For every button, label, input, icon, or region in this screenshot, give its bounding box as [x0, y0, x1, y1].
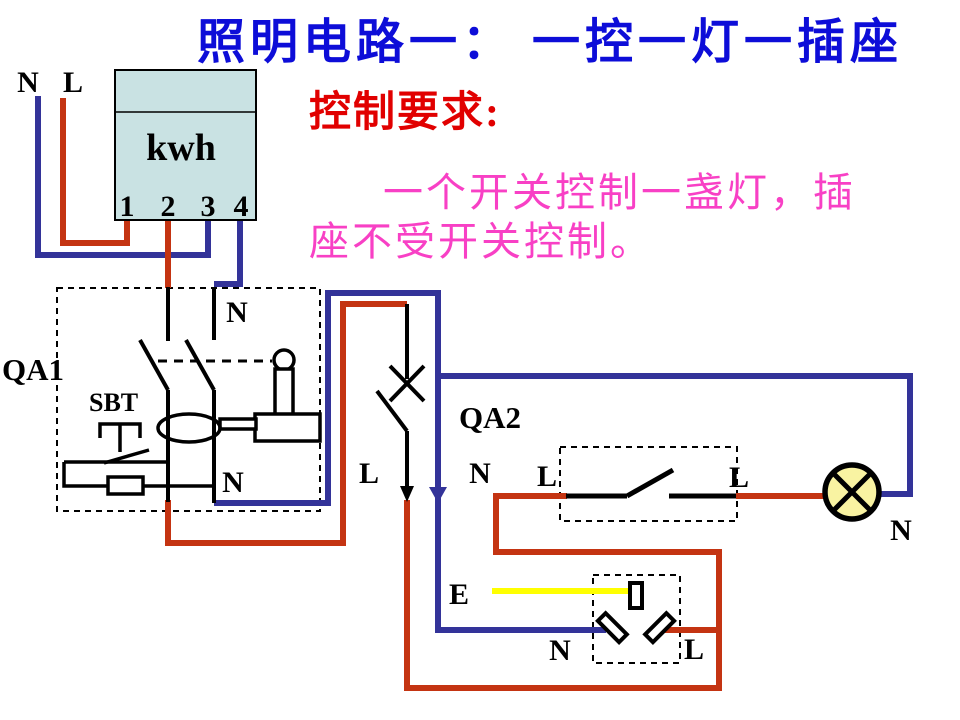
socket-neutral-label: N	[549, 634, 571, 667]
qa1-neutral-top-label: N	[226, 296, 248, 329]
qa2-live-label: L	[359, 457, 379, 490]
qa2-contact-cross-2	[388, 364, 426, 403]
qa2-label: QA2	[459, 400, 521, 435]
socket-live-label: L	[684, 633, 704, 666]
requirement-line1: 一个开关控制一盏灯，插	[383, 170, 856, 215]
meter-label: kwh	[146, 127, 216, 169]
wall-switch-box	[559, 446, 738, 522]
meter-terminal-2-label: 2	[161, 190, 176, 223]
supply-neutral-wire	[35, 96, 211, 258]
lamp-neutral-branch-wire	[438, 373, 913, 497]
sbt-test-resistor	[106, 475, 145, 496]
meter-terminal-4-label: 4	[234, 190, 249, 223]
supply-live-wire	[60, 98, 130, 246]
qa2-direction-arrow	[400, 486, 414, 502]
wall-switch-live-out-label: L	[729, 461, 749, 494]
meter-terminal-3-label: 3	[201, 190, 216, 223]
qa2-blade	[375, 389, 409, 433]
socket-earth-label: E	[449, 578, 469, 611]
qa1-handle-knob	[272, 348, 296, 372]
wall-switch-live-in-label: L	[537, 460, 557, 493]
socket-live-pin	[642, 610, 677, 645]
energy-meter-box	[114, 69, 257, 221]
sbt-label: SBT	[89, 388, 138, 417]
lamp-neutral-label: N	[890, 514, 912, 547]
socket-earth-pin	[628, 581, 644, 610]
qa1-out-live-wire	[165, 301, 407, 546]
supply-neutral-label: N	[17, 66, 39, 99]
meter-terminal-1-label: 1	[120, 190, 135, 223]
qa1-mechanism-box	[253, 412, 322, 443]
qa1-current-transformer	[156, 412, 222, 444]
qa2-out-live-wire	[404, 493, 722, 691]
requirement-heading: 控制要求:	[309, 90, 501, 136]
qa1-breaker-box	[56, 287, 321, 512]
supply-live-label: L	[63, 66, 83, 99]
qa2-neutral-label: N	[469, 457, 491, 490]
sbt-drop-wire	[62, 462, 108, 488]
wall-switch-blade	[625, 467, 675, 499]
slide-title: 照明电路一： 一控一灯一插座	[197, 16, 904, 69]
qa1-neutral-pole-blade	[184, 339, 216, 391]
qa1-handle-stem	[273, 367, 295, 417]
meter-terminal4-neutral-wire	[214, 221, 243, 287]
requirement-line2: 座不受开关控制。	[309, 219, 653, 264]
sbt-contact-blade	[103, 448, 150, 465]
qa1-label: QA1	[2, 352, 64, 387]
neutral-direction-arrow	[429, 487, 447, 503]
lamp-cross-2	[831, 471, 873, 513]
socket-neutral-pin	[595, 610, 630, 645]
qa1-neutral-bottom-label: N	[222, 466, 244, 499]
qa1-mechanism-link	[218, 417, 258, 431]
qa1-out-neutral-wire	[214, 290, 606, 633]
qa1-live-pole-blade	[138, 339, 170, 391]
